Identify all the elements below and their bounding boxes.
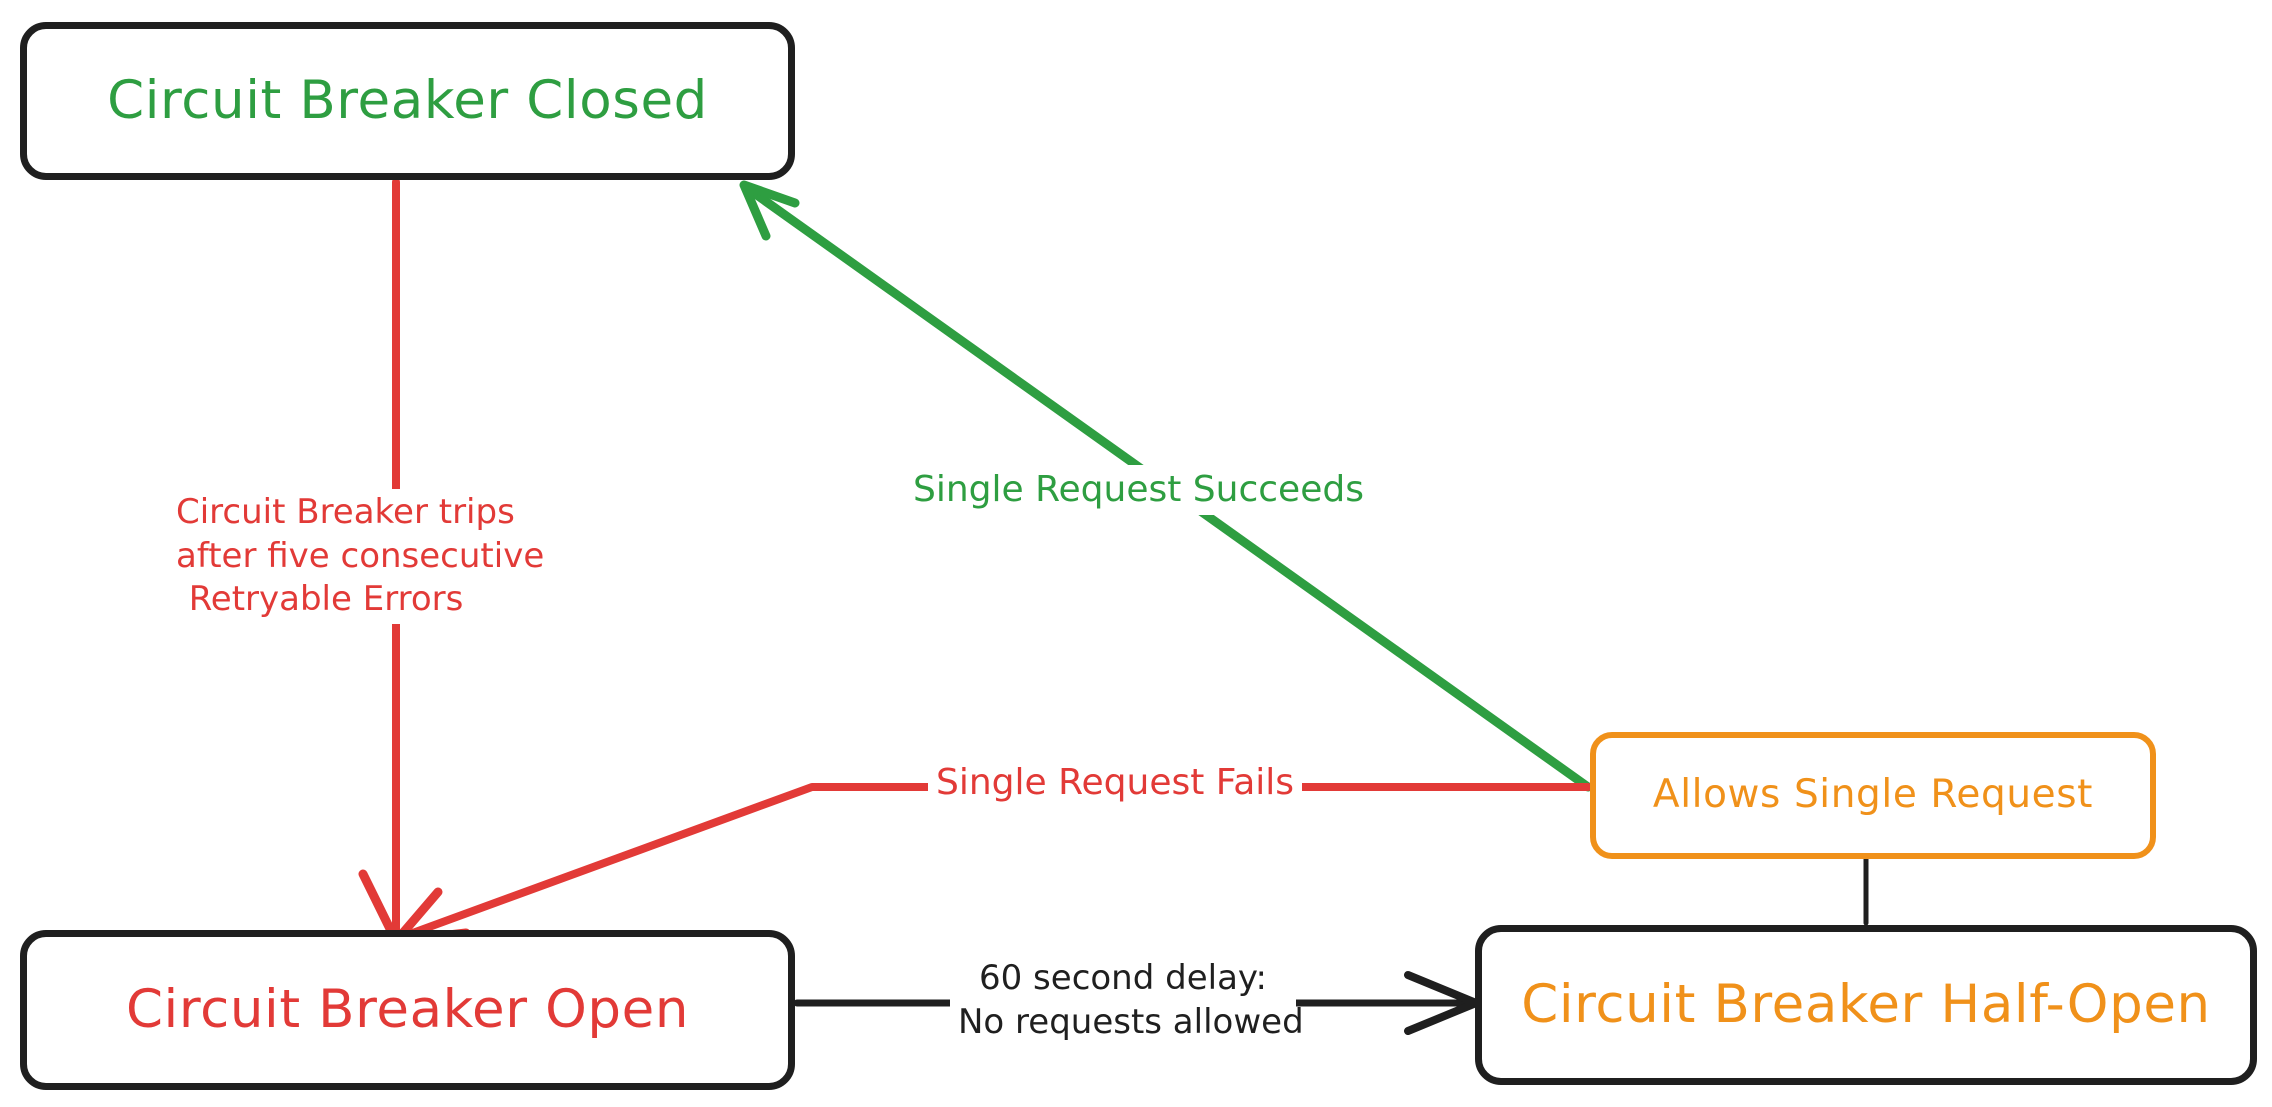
edge-allows-to-open xyxy=(395,783,1592,942)
edge-label-open-to-halfopen: 60 second delay: No requests allowed xyxy=(950,955,1304,1047)
edge-label-allows-to-closed: Single Request Succeeds xyxy=(905,465,1372,516)
edge-label-line: Circuit Breaker trips xyxy=(176,492,515,532)
state-node-circuit-breaker-open[interactable]: Circuit Breaker Open xyxy=(20,930,795,1090)
state-node-circuit-breaker-closed[interactable]: Circuit Breaker Closed xyxy=(20,22,795,180)
edge-label-line: Retryable Errors xyxy=(188,579,464,620)
state-node-open-label: Circuit Breaker Open xyxy=(125,978,690,1040)
arrowhead-into-halfopen-from-open xyxy=(1404,971,1480,1035)
state-node-closed-label: Circuit Breaker Closed xyxy=(107,69,708,131)
edge-label-closed-to-open: Circuit Breaker trips after five consecu… xyxy=(168,489,545,624)
edge-label-allows-to-open: Single Request Fails xyxy=(928,758,1303,809)
state-node-halfopen-label: Circuit Breaker Half-Open xyxy=(1521,973,2211,1035)
edge-label-line: after five consecutive xyxy=(176,535,545,576)
state-node-allows-label: Allows Single Request xyxy=(1652,772,2094,818)
edge-label-line: Single Request Fails xyxy=(936,762,1295,803)
state-node-circuit-breaker-half-open[interactable]: Circuit Breaker Half-Open xyxy=(1475,925,2257,1085)
edge-label-line: No requests allowed xyxy=(958,1001,1304,1042)
edge-label-line: Single Request Succeeds xyxy=(913,469,1364,510)
edge-label-line: 60 second delay: xyxy=(978,958,1268,998)
arrowhead-into-closed-from-allows xyxy=(739,180,800,241)
state-node-allows-single-request[interactable]: Allows Single Request xyxy=(1590,732,2156,859)
